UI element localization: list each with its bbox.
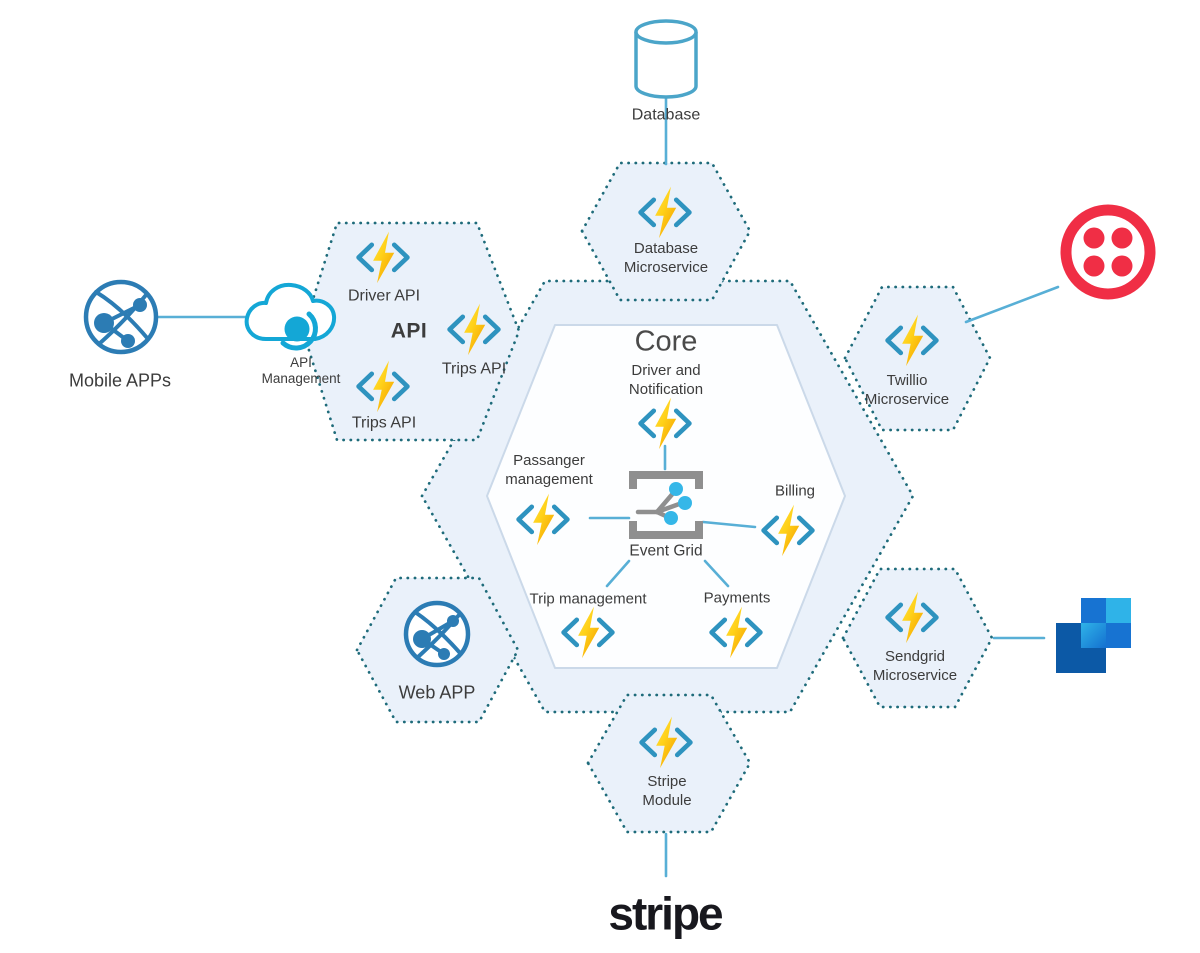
api-management-cloud-icon [244,282,337,351]
core-hexagon [486,324,846,669]
api-management-label: API Management [261,355,341,386]
database-cylinder-icon [634,19,698,99]
connector-twilio [964,285,1060,324]
connector-eventgrid-bottomright [703,559,730,588]
web-app-label: Web APP [398,682,476,703]
api-group-title: API [390,319,428,343]
mobile-apps-label: Mobile APPs [68,370,172,391]
database-microservice-label: Database Microservice [623,240,709,276]
sendgrid-microservice-hexagon [841,567,994,709]
event-grid-icon [629,471,703,539]
connector-eventgrid-right [701,520,757,529]
payments-label: Payments [703,589,771,607]
database-label: Database [631,106,701,124]
trip-management-label: Trip management [529,590,647,608]
passanger-management-label: Passanger management [505,452,593,488]
billing-label: Billing [774,482,816,500]
database-microservice-hexagon [580,161,752,302]
stripe-wordmark: stripe [608,887,723,940]
trips-api-bottom-label: Trips API [351,414,417,432]
driver-notification-label: Driver and Notification [628,362,704,398]
event-grid-label: Event Grid [629,542,703,560]
twillio-microservice-label: Twillio Microservice [864,372,950,408]
trips-api-right-label: Trips API [441,360,507,378]
sendgrid-logo [1056,598,1131,673]
twillio-microservice-hexagon [843,285,992,432]
sendgrid-microservice-label: Sendgrid Microservice [872,648,958,684]
web-app-globe-icon [403,600,471,668]
core-title: Core [634,325,698,358]
twilio-logo [1060,204,1156,300]
stripe-module-hexagon [586,693,752,834]
mobile-apps-globe-icon [83,279,159,355]
stripe-module-label: Stripe Module [642,773,692,809]
driver-api-label: Driver API [347,287,421,305]
connector-eventgrid-bottomleft [605,559,631,588]
